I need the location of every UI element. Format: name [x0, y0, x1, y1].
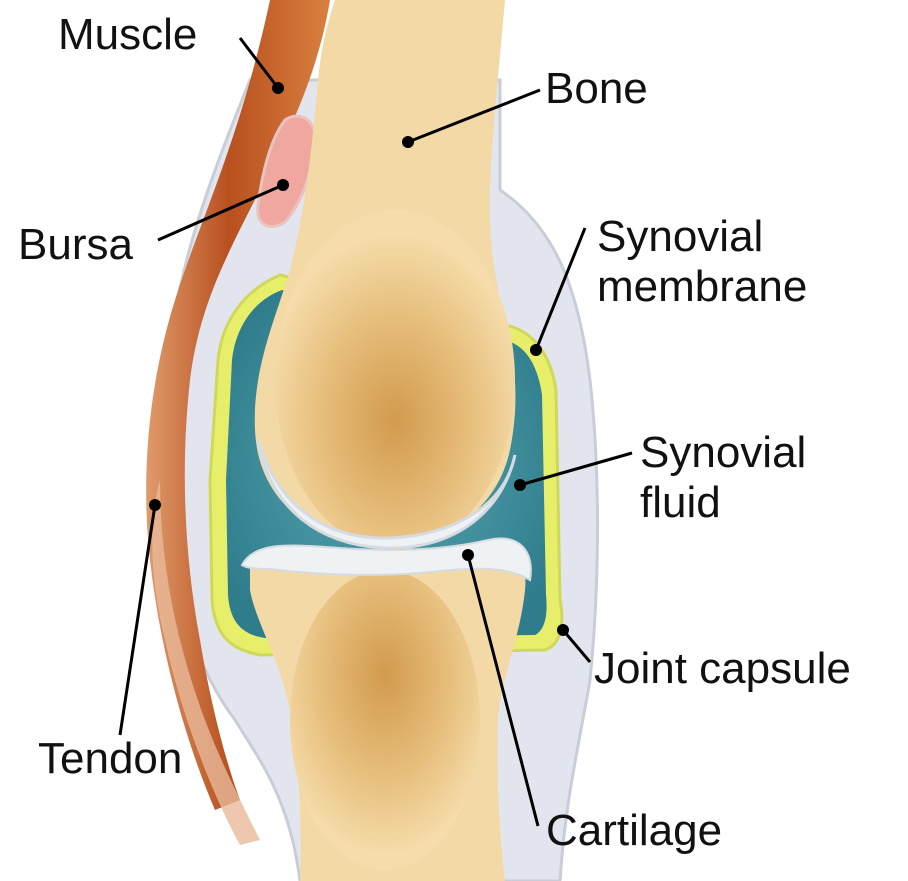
label-synovial-membrane: Synovial membrane: [597, 212, 807, 312]
label-bone: Bone: [545, 64, 648, 114]
label-muscle: Muscle: [58, 10, 197, 60]
synovial-membrane-dot: [530, 344, 542, 356]
label-synovial-fluid-line1: Synovial: [640, 428, 806, 478]
label-joint-capsule: Joint capsule: [594, 644, 851, 694]
lower-marrow: [290, 570, 480, 870]
synovial-fluid-dot: [514, 479, 526, 491]
label-bursa: Bursa: [18, 220, 133, 270]
label-tendon: Tendon: [38, 734, 182, 784]
label-synovial-fluid: Synovial fluid: [640, 428, 806, 528]
muscle-dot: [272, 82, 284, 94]
label-synovial-membrane-line2: membrane: [597, 262, 807, 312]
upper-marrow: [275, 210, 515, 550]
bone-dot: [402, 136, 414, 148]
tendon-dot: [149, 499, 161, 511]
label-cartilage: Cartilage: [546, 806, 722, 856]
bursa-dot: [277, 179, 289, 191]
label-synovial-fluid-line2: fluid: [640, 478, 806, 528]
label-synovial-membrane-line1: Synovial: [597, 212, 807, 262]
cartilage-dot: [462, 549, 474, 561]
tendon-leader: [120, 505, 155, 735]
joint-capsule-dot: [557, 624, 569, 636]
